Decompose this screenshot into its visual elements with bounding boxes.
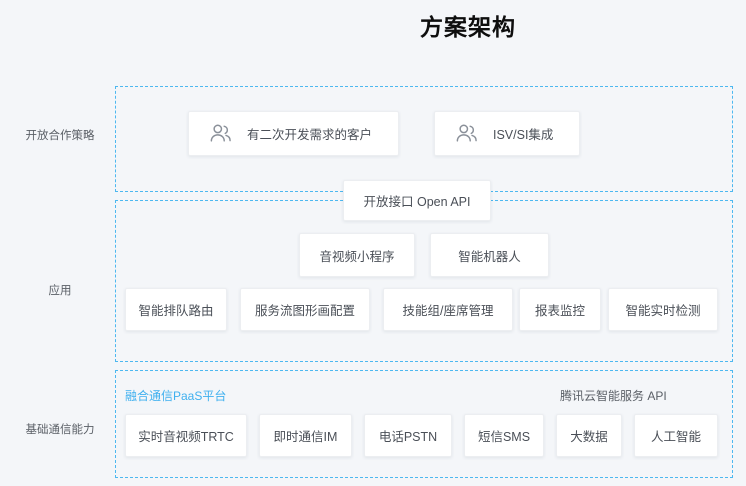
card-label: 有二次开发需求的客户 <box>247 128 373 142</box>
card-skill-group-seat-management[interactable]: 技能组/座席管理 <box>383 288 513 331</box>
card-secondary-development-customer[interactable]: 有二次开发需求的客户 <box>188 111 399 156</box>
card-label: 智能实时检测 <box>625 304 701 318</box>
card-label: 即时通信IM <box>273 430 338 444</box>
card-label: 短信SMS <box>477 430 531 444</box>
card-open-api[interactable]: 开放接口 Open API <box>343 180 491 221</box>
card-sms[interactable]: 短信SMS <box>464 414 544 457</box>
card-intelligent-robot[interactable]: 智能机器人 <box>430 233 549 277</box>
card-label: 音视频小程序 <box>319 249 395 264</box>
card-intelligent-realtime-detection[interactable]: 智能实时检测 <box>608 288 718 331</box>
region-application <box>115 200 733 362</box>
card-label: 服务流图形画配置 <box>254 304 355 318</box>
card-label: 技能组/座席管理 <box>402 304 494 318</box>
card-av-mini-program[interactable]: 音视频小程序 <box>299 233 415 277</box>
tier-label-base-capability: 基础通信能力 <box>25 424 95 436</box>
card-label: 智能排队路由 <box>138 304 214 318</box>
caption-paas-platform: 融合通信PaaS平台 <box>125 389 227 403</box>
card-label: 大数据 <box>570 430 608 444</box>
tier-label-application: 应用 <box>48 285 72 297</box>
region-base-capability <box>115 370 733 478</box>
card-artificial-intelligence[interactable]: 人工智能 <box>634 414 718 457</box>
card-isv-si-integration[interactable]: ISV/SI集成 <box>434 111 580 156</box>
card-label: 实时音视频TRTC <box>138 430 234 444</box>
users-icon <box>455 123 479 145</box>
card-report-monitoring[interactable]: 报表监控 <box>519 288 601 331</box>
card-big-data[interactable]: 大数据 <box>556 414 622 457</box>
card-label: 电话PSTN <box>378 430 438 444</box>
users-icon <box>209 123 233 145</box>
card-label: 智能机器人 <box>458 249 521 264</box>
card-service-flow-graphic-config[interactable]: 服务流图形画配置 <box>240 288 370 331</box>
card-pstn[interactable]: 电话PSTN <box>364 414 452 457</box>
card-label: 报表监控 <box>534 304 585 318</box>
card-label: 开放接口 Open API <box>363 195 471 209</box>
tier-label-open-cooperation: 开放合作策略 <box>25 130 95 142</box>
page-title: 方案架构 <box>420 14 516 40</box>
caption-tencent-cloud-ai-api: 腾讯云智能服务 API <box>560 389 667 403</box>
card-label: ISV/SI集成 <box>493 128 554 142</box>
card-label: 人工智能 <box>650 430 701 444</box>
card-trtc[interactable]: 实时音视频TRTC <box>125 414 247 457</box>
card-im[interactable]: 即时通信IM <box>259 414 352 457</box>
card-intelligent-queue-routing[interactable]: 智能排队路由 <box>125 288 227 331</box>
